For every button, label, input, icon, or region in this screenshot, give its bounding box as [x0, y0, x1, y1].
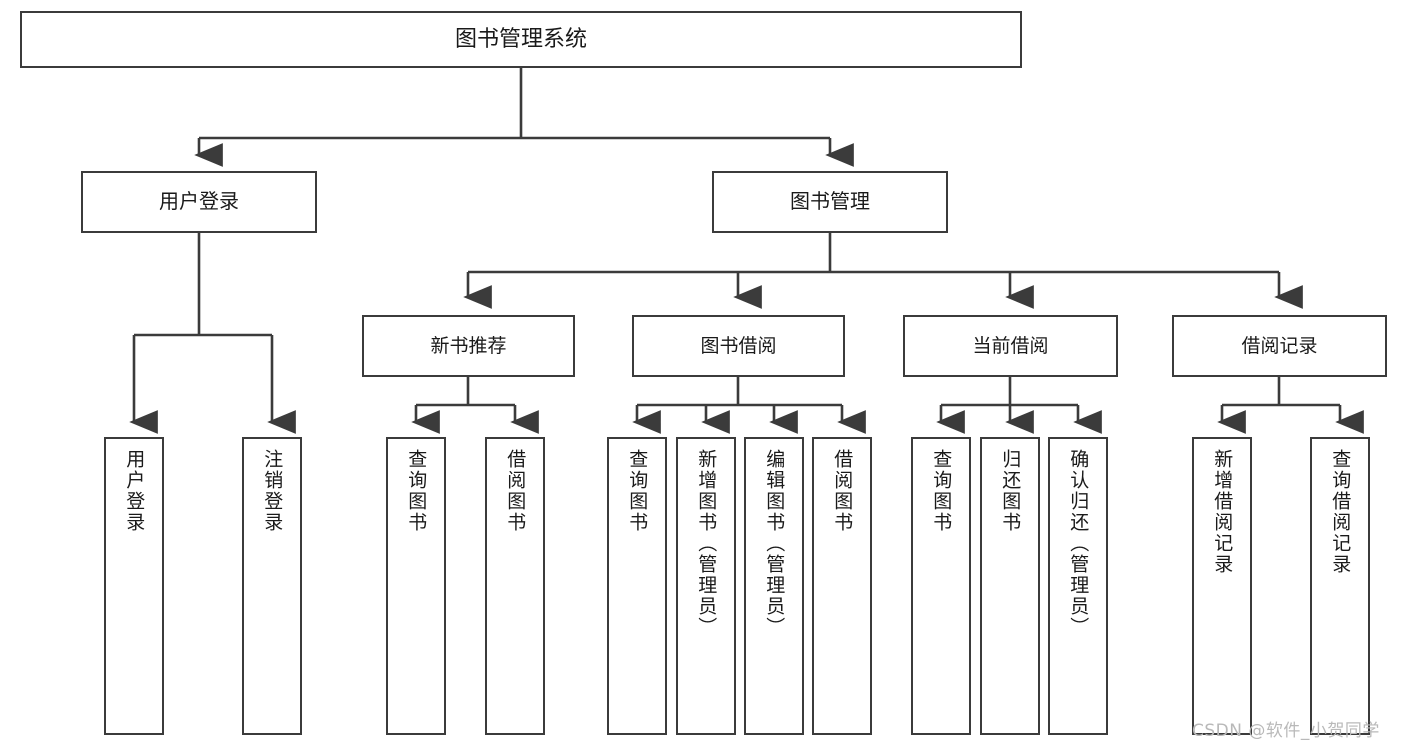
- node-label: 借阅图书: [504, 449, 527, 533]
- node-label: 图书管理: [790, 189, 870, 214]
- node-user-login[interactable]: 用户登录: [81, 171, 317, 233]
- node-leaf-add-book-admin[interactable]: 新增图书（管理员）: [676, 437, 736, 735]
- node-leaf-return-book[interactable]: 归还图书: [980, 437, 1040, 735]
- node-leaf-borrow-book[interactable]: 借阅图书: [812, 437, 872, 735]
- node-leaf-edit-book-admin[interactable]: 编辑图书（管理员）: [744, 437, 804, 735]
- node-book-borrow[interactable]: 图书借阅: [632, 315, 845, 377]
- node-label: 查询图书: [405, 449, 428, 533]
- node-label: 注销登录: [261, 449, 284, 533]
- node-leaf-query-borrow-record[interactable]: 查询借阅记录: [1310, 437, 1370, 735]
- node-label: 用户登录: [123, 449, 146, 533]
- node-borrow-record[interactable]: 借阅记录: [1172, 315, 1387, 377]
- csdn-watermark: CSDN @软件_小贺同学: [1192, 721, 1380, 741]
- node-root-library-system[interactable]: 图书管理系统: [20, 11, 1022, 68]
- node-leaf-add-borrow-record[interactable]: 新增借阅记录: [1192, 437, 1252, 735]
- node-leaf-confirm-return-admin[interactable]: 确认归还（管理员）: [1048, 437, 1108, 735]
- node-label: 图书管理系统: [454, 26, 587, 52]
- node-leaf-user-login[interactable]: 用户登录: [104, 437, 164, 735]
- node-leaf-borrow-book-recommend[interactable]: 借阅图书: [485, 437, 545, 735]
- node-label: 查询图书: [930, 449, 953, 533]
- node-label: 新增图书（管理员）: [695, 449, 718, 638]
- node-leaf-query-book-recommend[interactable]: 查询图书: [386, 437, 446, 735]
- node-label: 编辑图书（管理员）: [763, 449, 786, 638]
- node-label: 借阅图书: [831, 449, 854, 533]
- node-leaf-logout[interactable]: 注销登录: [242, 437, 302, 735]
- node-label: 归还图书: [999, 449, 1022, 533]
- node-label: 新书推荐: [430, 334, 507, 357]
- node-leaf-query-book-borrow[interactable]: 查询图书: [607, 437, 667, 735]
- node-leaf-query-book-current[interactable]: 查询图书: [911, 437, 971, 735]
- node-label: 查询借阅记录: [1329, 449, 1352, 575]
- node-label: 用户登录: [159, 189, 239, 214]
- node-label: 查询图书: [626, 449, 649, 533]
- node-label: 确认归还（管理员）: [1067, 449, 1090, 638]
- node-current-borrow[interactable]: 当前借阅: [903, 315, 1118, 377]
- node-label: 新增借阅记录: [1211, 449, 1234, 575]
- node-new-book-recommend[interactable]: 新书推荐: [362, 315, 575, 377]
- node-label: 图书借阅: [700, 334, 777, 357]
- node-label: 借阅记录: [1241, 334, 1318, 357]
- node-book-management[interactable]: 图书管理: [712, 171, 948, 233]
- node-label: 当前借阅: [972, 334, 1049, 357]
